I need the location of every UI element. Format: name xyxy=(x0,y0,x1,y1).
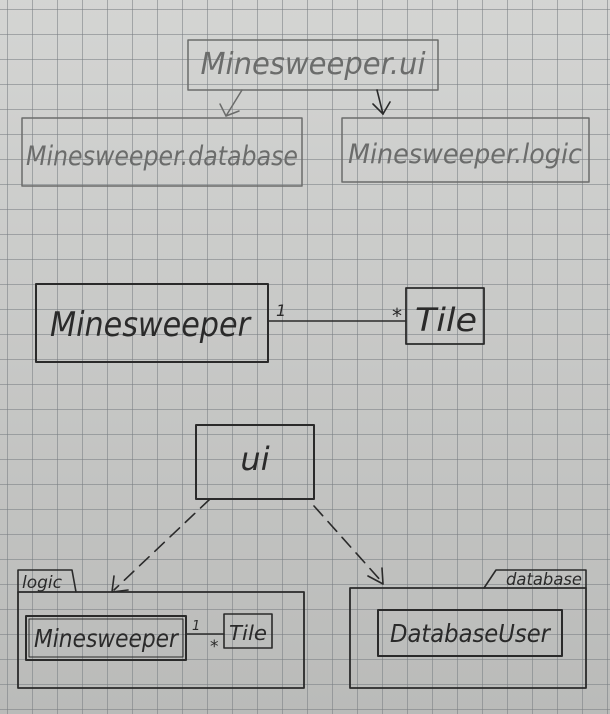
logic-package: logic Minesweeper Tile 1 * xyxy=(17,569,305,689)
database-package-label: Minesweeper.database xyxy=(26,141,298,172)
minesweeper-class-box: Minesweeper xyxy=(35,283,269,363)
database-package-box: Minesweeper.database xyxy=(21,117,303,187)
database-package: database DatabaseUser xyxy=(349,569,587,689)
logic-package-box: Minesweeper.logic xyxy=(341,117,590,183)
ui-to-database-arrow xyxy=(219,89,243,117)
minesweeper-class-label: Minesweeper xyxy=(50,305,252,345)
ui-package-box: Minesweeper.ui xyxy=(187,39,439,91)
multiplicity-many: * xyxy=(392,304,402,328)
multiplicity-one: 1 xyxy=(276,301,286,320)
tile-class-box: Tile xyxy=(405,287,485,345)
logic-minesweeper-class-label: Minesweeper xyxy=(34,624,179,653)
ui-to-logic-arrow xyxy=(372,89,391,115)
dashed-arrow-to-logic xyxy=(111,498,211,593)
dashed-arrow-to-database xyxy=(313,505,384,585)
ui-box: ui xyxy=(195,424,315,500)
logic-package-tab-label: logic xyxy=(22,573,63,593)
tile-class-label: Tile xyxy=(415,301,477,339)
logic-multiplicity-one: 1 xyxy=(192,619,200,634)
database-package-tab-label: database xyxy=(506,570,582,590)
logic-tile-class-label: Tile xyxy=(229,621,267,645)
ui-package-label: Minesweeper.ui xyxy=(201,47,427,82)
ui-box-label: ui xyxy=(240,440,269,478)
database-user-class-label: DatabaseUser xyxy=(390,619,552,648)
logic-multiplicity-many: * xyxy=(210,637,219,657)
logic-package-label: Minesweeper.logic xyxy=(348,139,582,170)
